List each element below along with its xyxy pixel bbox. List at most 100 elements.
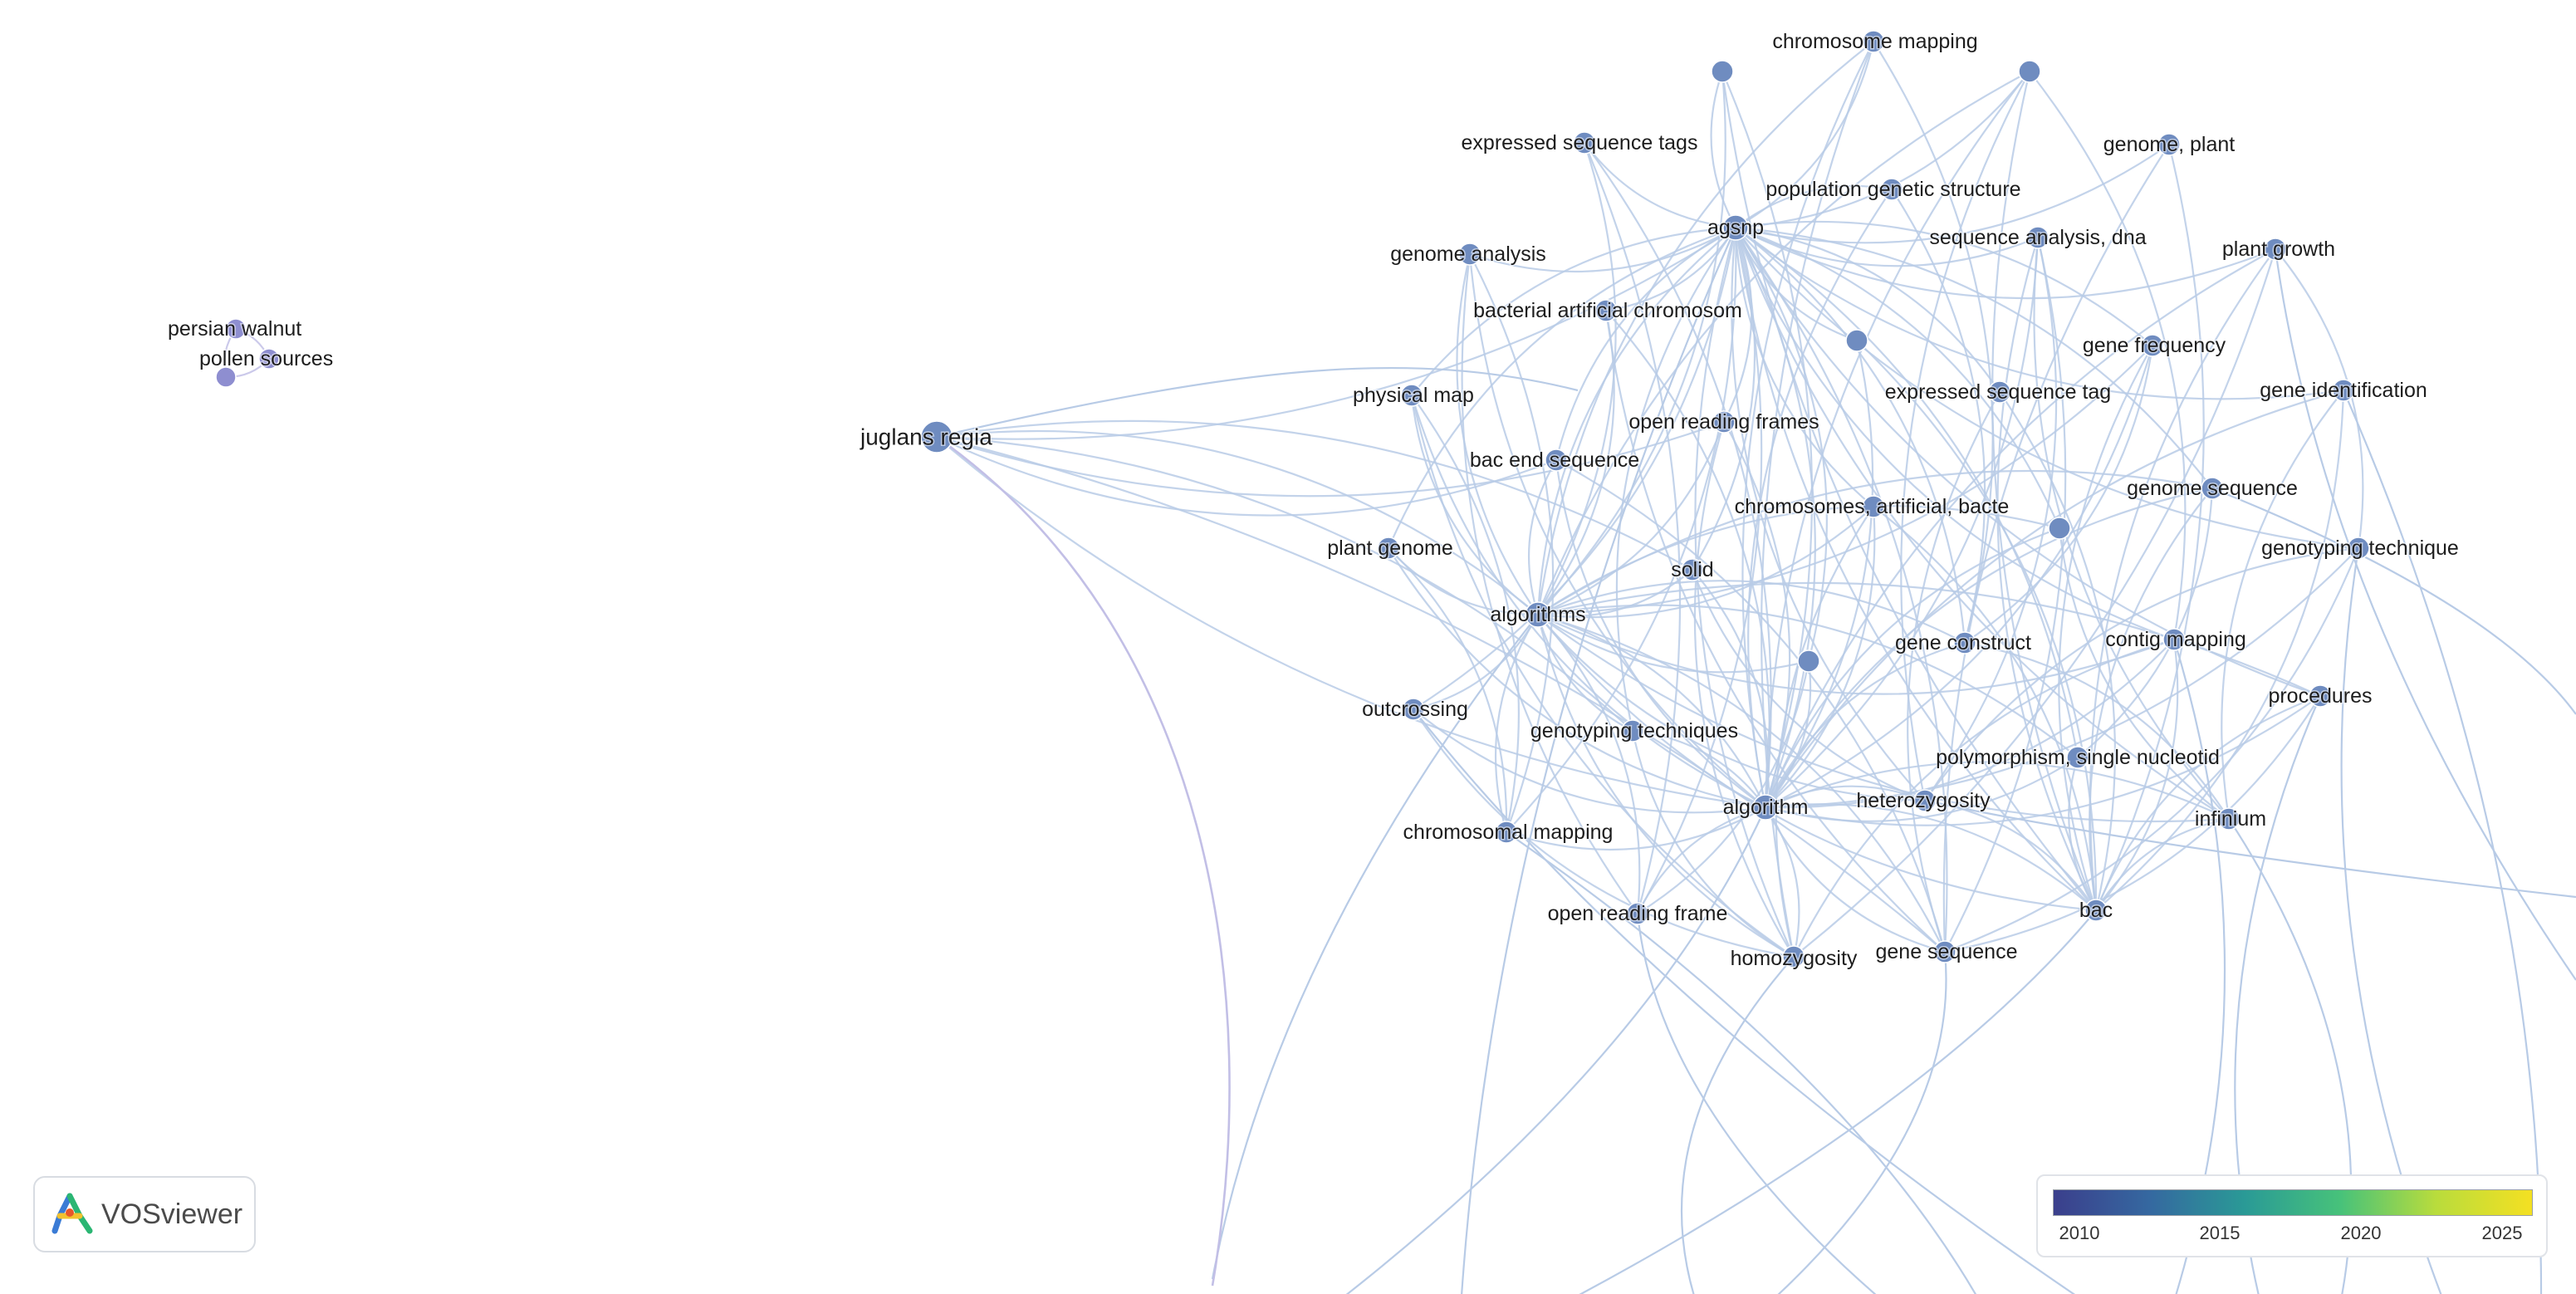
network-node-unlabeled-4[interactable]	[2048, 517, 2071, 540]
node-label-genotyping-technique[interactable]: genotyping technique	[2260, 536, 2461, 561]
network-node-chromosomes-artificial-bacte[interactable]	[1862, 495, 1885, 518]
node-label-chromosome-mapping[interactable]: chromosome mapping	[1771, 29, 1979, 55]
node-label-physical-map[interactable]: physical map	[1352, 383, 1476, 409]
network-node-unlabeled-5[interactable]	[1797, 649, 1820, 673]
node-label-genome-sequence[interactable]: genome sequence	[2126, 476, 2299, 502]
network-edge	[1691, 569, 1926, 802]
network-node-heterozygosity[interactable]	[1913, 789, 1937, 812]
node-label-gene-frequency[interactable]: gene frequency	[2081, 333, 2227, 359]
network-node-expressed-sequence-tags[interactable]	[1573, 131, 1596, 154]
network-node-infinium[interactable]	[2217, 807, 2241, 831]
network-edge-offscreen	[2274, 248, 2576, 981]
node-label-sequence-analysis-dna[interactable]: sequence analysis, dna	[1928, 225, 2147, 251]
network-node-contig-mapping[interactable]	[2162, 628, 2186, 651]
network-node-sequence-analysis-dna[interactable]	[2026, 226, 2050, 249]
node-label-homozygosity[interactable]: homozygosity	[1729, 946, 1859, 972]
network-edge-offscreen	[2211, 487, 2576, 715]
network-node-genome-analysis[interactable]	[1458, 243, 1481, 266]
node-label-pollen-sources[interactable]: pollen sources	[198, 346, 335, 372]
network-node-genotyping-techniques[interactable]	[1621, 719, 1644, 743]
node-label-gene-sequence[interactable]: gene sequence	[1874, 939, 2019, 965]
network-edge	[1765, 806, 1946, 953]
node-label-persian-walnut[interactable]: persian walnut	[167, 316, 303, 342]
network-node-physical-map[interactable]	[1400, 384, 1423, 407]
network-node-pollen-sources[interactable]	[258, 348, 280, 370]
network-edge	[1388, 547, 1766, 809]
network-node-population-genetic-structure[interactable]	[1880, 178, 1903, 201]
node-label-infinium[interactable]: infinium	[2193, 806, 2267, 832]
node-label-genome-analysis[interactable]: genome analysis	[1389, 242, 1548, 267]
node-label-plant-genome[interactable]: plant genome	[1326, 536, 1455, 561]
network-node-algorithm[interactable]	[1752, 794, 1779, 821]
network-node-genome-sequence[interactable]	[2201, 477, 2224, 500]
network-node-chromosome-mapping[interactable]	[1862, 30, 1885, 53]
node-label-algorithm[interactable]: algorithm	[1721, 795, 1810, 821]
node-label-expressed-sequence-tags[interactable]: expressed sequence tags	[1460, 130, 1699, 156]
network-node-chromosomal-mapping[interactable]	[1495, 821, 1518, 844]
network-node-algorithms[interactable]	[1525, 601, 1551, 628]
network-node-bacterial-artificial-chromosom[interactable]	[1594, 299, 1618, 322]
network-edge	[936, 436, 1557, 517]
network-node-homozygosity[interactable]	[1782, 945, 1805, 968]
vosviewer-brand[interactable]: VOSviewer	[33, 1176, 256, 1252]
network-node-unlabeled-2[interactable]	[2018, 60, 2041, 83]
network-edge	[936, 436, 1766, 809]
node-label-agsnp[interactable]: agsnp	[1706, 215, 1765, 241]
legend-tick: 2025	[2481, 1223, 2523, 1243]
node-label-chromosomal-mapping[interactable]: chromosomal mapping	[1402, 820, 1614, 846]
network-node-persian-walnut[interactable]	[225, 318, 247, 340]
network-node-procedures[interactable]	[2309, 684, 2332, 708]
network-node-gene-identification[interactable]	[2332, 379, 2355, 402]
network-edge	[1760, 41, 1875, 958]
network-edge	[1765, 340, 1874, 808]
network-node-isolated-unlabeled[interactable]	[215, 366, 237, 388]
network-node-unlabeled-1[interactable]	[1711, 60, 1734, 83]
node-label-procedures[interactable]: procedures	[2267, 684, 2373, 709]
network-node-open-reading-frame[interactable]	[1626, 902, 1649, 925]
network-node-gene-sequence[interactable]	[1933, 940, 1956, 963]
network-node-plant-genome[interactable]	[1377, 537, 1400, 560]
network-node-unlabeled-3[interactable]	[1845, 329, 1868, 352]
node-label-bacterial-artificial-chromosom[interactable]: bacterial artificial chromosom	[1472, 298, 1744, 324]
network-edge	[1537, 71, 1726, 615]
node-label-open-reading-frame[interactable]: open reading frame	[1546, 901, 1729, 927]
network-node-agsnp[interactable]	[1722, 214, 1749, 241]
network-node-polymorphism-single-nucleotid[interactable]	[2066, 746, 2089, 769]
node-label-contig-mapping[interactable]: contig mapping	[2104, 627, 2248, 653]
network-node-bac[interactable]	[2084, 899, 2108, 922]
network-edge-offscreen	[1579, 909, 2097, 1294]
node-label-gene-identification[interactable]: gene identification	[2259, 378, 2429, 404]
network-edge	[1536, 41, 1874, 615]
network-node-genotyping-technique[interactable]	[2347, 537, 2370, 560]
network-node-bac-end-sequence[interactable]	[1545, 448, 1568, 472]
node-label-solid[interactable]: solid	[1670, 557, 1715, 583]
node-label-open-reading-frames[interactable]: open reading frames	[1628, 409, 1820, 435]
node-label-outcrossing[interactable]: outcrossing	[1361, 697, 1470, 723]
node-label-polymorphism-single-nucleotid[interactable]: polymorphism, single nucleotid	[1935, 745, 2221, 771]
node-label-plant-growth[interactable]: plant growth	[2221, 237, 2336, 262]
node-label-heterozygosity[interactable]: heterozygosity	[1855, 788, 1992, 814]
network-node-genome-plant[interactable]	[2157, 133, 2181, 156]
node-label-juglans-regia[interactable]: juglans regia	[859, 423, 994, 451]
network-node-outcrossing[interactable]	[1402, 698, 1425, 721]
node-label-genome-plant[interactable]: genome, plant	[2102, 132, 2236, 158]
network-node-gene-frequency[interactable]	[2141, 334, 2164, 357]
node-label-expressed-sequence-tag[interactable]: expressed sequence tag	[1883, 380, 2112, 405]
node-label-gene-construct[interactable]: gene construct	[1894, 630, 2033, 656]
network-edge	[2094, 144, 2205, 911]
network-node-open-reading-frames[interactable]	[1712, 410, 1736, 434]
node-label-population-genetic-structure[interactable]: population genetic structure	[1765, 177, 2022, 203]
network-edge	[1637, 660, 1810, 914]
node-label-algorithms[interactable]: algorithms	[1489, 602, 1587, 628]
node-label-genotyping-techniques[interactable]: genotyping techniques	[1529, 718, 1739, 744]
network-node-gene-construct[interactable]	[1953, 631, 1976, 654]
node-label-bac[interactable]: bac	[2078, 898, 2113, 924]
node-label-chromosomes-artificial-bacte[interactable]: chromosomes, artificial, bacte	[1733, 494, 2010, 520]
node-label-bac-end-sequence[interactable]: bac end sequence	[1468, 448, 1640, 473]
network-node-solid[interactable]	[1681, 558, 1704, 581]
network-node-juglans-regia[interactable]	[920, 420, 953, 453]
network-edge	[1900, 71, 2030, 801]
network-node-plant-growth[interactable]	[2264, 238, 2287, 261]
network-node-expressed-sequence-tag[interactable]	[1988, 380, 2011, 404]
